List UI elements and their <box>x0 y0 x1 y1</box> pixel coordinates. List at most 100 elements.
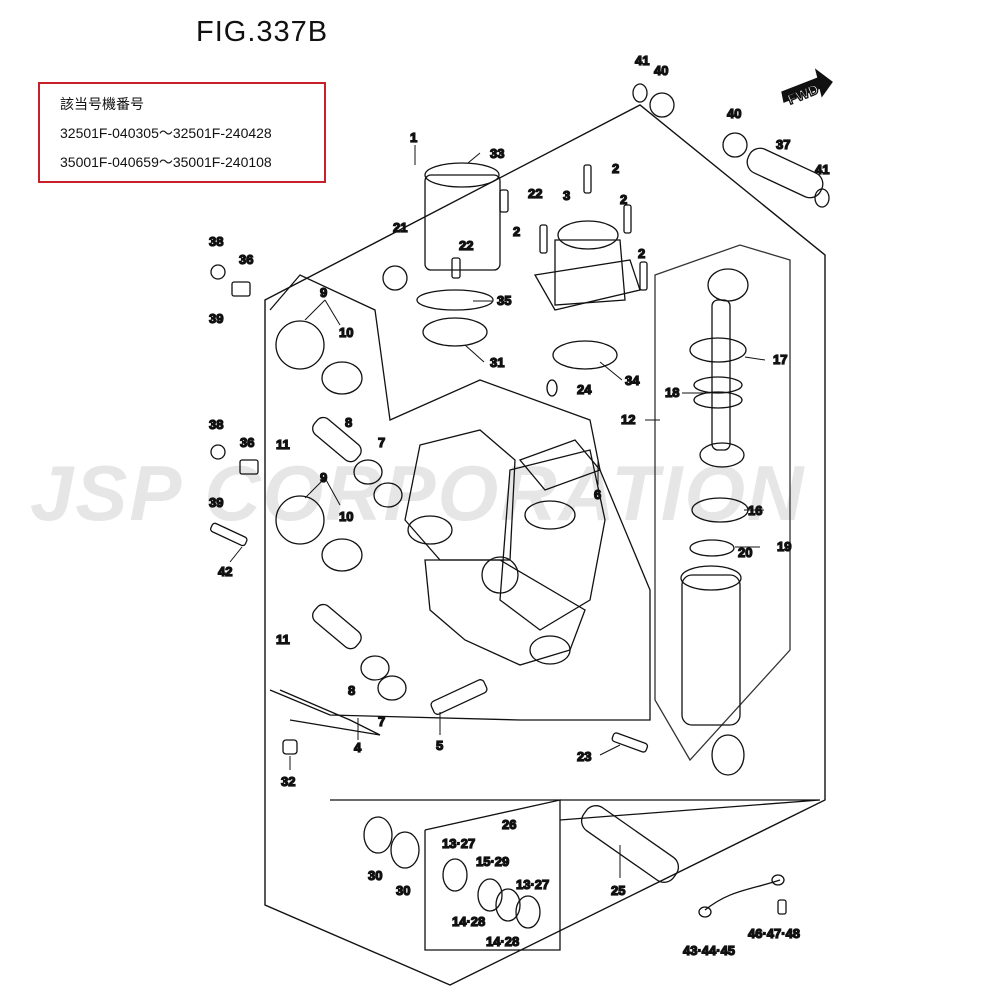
leader-line <box>324 477 341 506</box>
callout-labels: 1 2 2 2 2 3 4 5 6 7 7 8 8 9 9 10 10 11 1… <box>208 52 830 958</box>
callout-label: 2 <box>638 246 645 261</box>
bolt-2 <box>583 164 592 194</box>
leader-line <box>229 546 243 563</box>
tube-37 <box>746 147 824 199</box>
oring-7 <box>360 655 390 681</box>
callout-label: 2 <box>513 224 520 239</box>
ring-15 <box>477 878 503 912</box>
fwd-arrow: FWD <box>781 68 833 108</box>
callout-label: 36 <box>239 252 253 267</box>
callout-label: 42 <box>218 564 232 579</box>
callout-label: 36 <box>240 435 254 450</box>
callout-label: 11 <box>276 632 290 647</box>
callout-label: 13·27 <box>516 877 549 892</box>
motor-flange <box>533 259 641 311</box>
leader-line <box>304 299 326 321</box>
rod-oring <box>693 391 743 409</box>
hardware <box>210 83 830 929</box>
nut-38 <box>210 264 226 280</box>
housing-boundary <box>269 274 651 721</box>
ring-13b <box>515 895 541 929</box>
port-ring <box>529 635 571 665</box>
callout-label: 38 <box>209 417 223 432</box>
callout-label: 40 <box>727 106 741 121</box>
callout-label: 1 <box>410 130 417 145</box>
piston-rod <box>711 299 731 451</box>
cylinder-body <box>681 574 741 726</box>
bolt-22 <box>451 257 461 279</box>
reservoir-body <box>424 174 501 271</box>
seal-16 <box>691 497 749 523</box>
valve-9 <box>275 495 325 545</box>
callout-label: 10 <box>339 325 353 340</box>
serial-range: 35001F-040659～35001F-240108 <box>60 154 272 170</box>
bolt-22 <box>499 189 509 213</box>
tilt-cylinder <box>654 244 791 776</box>
piston-head <box>689 337 747 363</box>
oring-7 <box>377 675 407 701</box>
valve-5 <box>430 679 488 715</box>
callout-label: 11 <box>276 437 290 452</box>
lead-wire-43 <box>704 879 781 911</box>
callout-label: 43·44·45 <box>683 943 735 958</box>
screw-46 <box>777 899 787 915</box>
callout-label: 10 <box>339 509 353 524</box>
callout-label: 25 <box>611 883 625 898</box>
leader-lines <box>229 145 766 878</box>
callout-label: 26 <box>502 817 516 832</box>
screw-23 <box>611 732 649 753</box>
callout-label: 18 <box>665 385 679 400</box>
callout-label: 20 <box>738 545 752 560</box>
serial-number-box: 該当号機番号 32501F-040305～32501F-240428 35001… <box>38 82 326 183</box>
washer-41 <box>814 188 830 208</box>
plug-32 <box>282 739 298 755</box>
motor-cap <box>557 220 619 250</box>
callout-label: 23 <box>577 749 591 764</box>
bracket-36 <box>231 281 251 297</box>
callout-label: 9 <box>320 285 327 300</box>
callout-label: 41 <box>815 162 829 177</box>
serial-box-title: 該当号機番号 <box>60 96 144 112</box>
bolt-42 <box>210 522 248 547</box>
callout-label: 32 <box>281 774 295 789</box>
leader-line <box>744 356 766 361</box>
motor-assembly <box>416 162 641 370</box>
filter-disc <box>422 317 488 347</box>
callout-label: 38 <box>209 234 223 249</box>
callout-label: 13·27 <box>442 836 475 851</box>
shim-30 <box>390 831 420 869</box>
callout-label: 34 <box>625 373 640 388</box>
block-lower <box>424 559 586 666</box>
callout-label: 6 <box>594 487 601 502</box>
oring-7 <box>373 482 403 508</box>
valve-9 <box>275 320 325 370</box>
cylinder-eye <box>711 734 745 776</box>
valve-block <box>404 429 606 666</box>
cylinder-outline <box>654 244 791 762</box>
nut-38 <box>210 444 226 460</box>
bushing-40 <box>649 92 675 118</box>
bolt-2 <box>639 261 648 291</box>
ring-14 <box>495 888 521 922</box>
oring-10 <box>321 538 363 572</box>
callout-label: 35 <box>497 293 511 308</box>
pin-8 <box>312 603 362 650</box>
callout-label: 15·29 <box>476 854 509 869</box>
leader-line <box>467 152 481 164</box>
callout-label: 7 <box>378 435 385 450</box>
callout-label: 37 <box>776 137 790 152</box>
oring-21 <box>382 265 408 291</box>
seal-20 <box>689 539 735 557</box>
callout-label: 22 <box>459 238 473 253</box>
oring-10 <box>321 361 363 395</box>
piston-lower <box>699 442 745 468</box>
callout-label: 46·47·48 <box>748 926 800 941</box>
assembly-outline <box>264 104 826 986</box>
lower-boundary <box>279 689 381 736</box>
oring-7 <box>353 459 383 485</box>
lead-terminal <box>698 906 712 918</box>
bushing-40 <box>722 132 748 158</box>
callout-label: 21 <box>393 220 407 235</box>
callout-label: 12 <box>621 412 635 427</box>
